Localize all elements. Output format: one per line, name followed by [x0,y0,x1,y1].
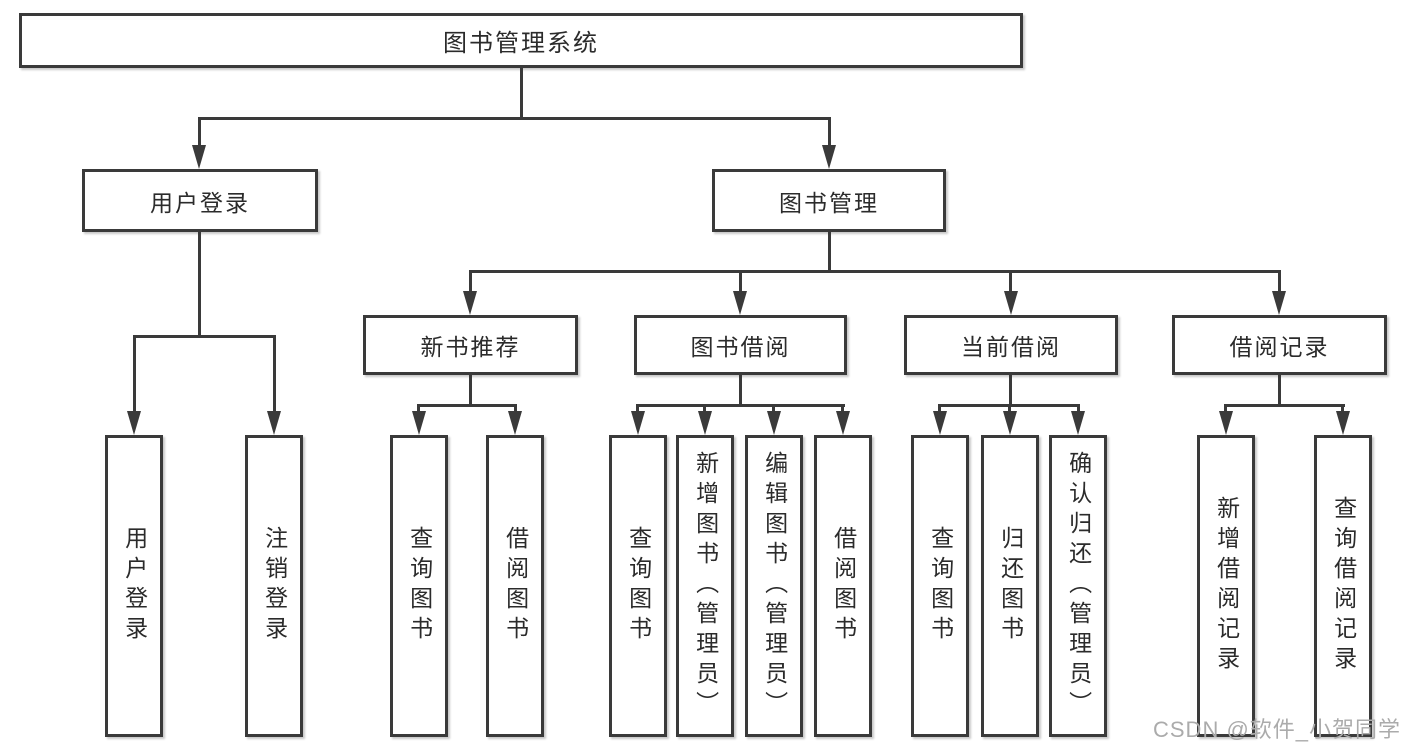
node-label: 借阅图书 [502,526,529,646]
connector-line [469,270,472,293]
node-user-login: 用户登录 [82,169,318,232]
node-new-book-recommend: 新书推荐 [363,315,578,375]
arrow-down-icon [836,411,850,435]
node-label: 新增图书（管理员） [692,451,719,721]
connector-line [417,404,420,413]
connector-line [636,404,639,413]
arrow-down-icon [1071,411,1085,435]
arrow-down-icon [463,291,477,315]
connector-line [739,375,742,406]
connector-line [273,335,276,413]
arrow-down-icon [1003,411,1017,435]
connector-line [133,335,136,413]
leaf-borrow-books: 借阅图书 [814,435,872,737]
connector-line [1341,404,1344,413]
leaf-add-borrow-record: 新增借阅记录 [1197,435,1255,737]
node-label: 注销登录 [261,526,288,646]
arrow-down-icon [1004,291,1018,315]
node-label: 当前借阅 [961,334,1061,360]
connector-line [1278,375,1281,406]
node-label: 查询图书 [625,526,652,646]
node-label: 用户登录 [150,189,250,216]
node-label: 查询借阅记录 [1330,496,1357,676]
connector-line [469,270,1281,273]
leaf-query-borrow-record: 查询借阅记录 [1314,435,1372,737]
arrow-down-icon [127,411,141,435]
arrow-down-icon [192,145,206,169]
watermark: CSDN @软件_小贺同学 [1153,717,1402,742]
connector-line [636,404,845,407]
connector-line [1008,404,1011,413]
connector-line [1077,404,1080,413]
connector-line [1278,270,1281,293]
connector-line [198,117,831,120]
arrow-down-icon [508,411,522,435]
connector-line [514,404,517,413]
arrow-down-icon [698,411,712,435]
node-current-borrow: 当前借阅 [904,315,1118,375]
node-label: 归还图书 [997,526,1024,646]
node-label: 新书推荐 [420,334,521,360]
leaf-add-books-admin: 新增图书（管理员） [676,435,734,737]
arrow-down-icon [822,145,836,169]
connector-line [417,404,517,407]
arrow-down-icon [933,411,947,435]
arrow-down-icon [767,411,781,435]
node-label: 编辑图书（管理员） [761,451,788,721]
connector-line [828,117,831,149]
connector-line [703,404,706,413]
arrow-down-icon [267,411,281,435]
connector-line [198,232,201,336]
arrow-down-icon [1336,411,1350,435]
leaf-edit-books-admin: 编辑图书（管理员） [745,435,803,737]
arrow-down-icon [733,291,747,315]
node-borrow-records: 借阅记录 [1172,315,1387,375]
node-label: 图书借阅 [690,334,791,360]
node-label: 查询图书 [927,526,954,646]
leaf-query-books-recommend: 查询图书 [390,435,448,737]
node-label: 图书管理系统 [443,30,599,57]
node-label: 借阅图书 [830,526,857,646]
node-label: 用户登录 [121,526,148,646]
connector-line [469,375,472,406]
arrow-down-icon [631,411,645,435]
connector-line [520,68,523,118]
connector-line [1009,270,1012,293]
connector-line [938,404,941,413]
leaf-borrow-books-recommend: 借阅图书 [486,435,544,737]
connector-line [1224,404,1345,407]
connector-line [828,232,831,271]
node-label: 查询图书 [406,526,433,646]
connector-line [198,117,201,149]
node-label: 借阅记录 [1229,334,1330,360]
node-label: 确认归还（管理员） [1065,451,1092,721]
leaf-confirm-return-admin: 确认归还（管理员） [1049,435,1107,737]
arrow-down-icon [1272,291,1286,315]
node-book-borrow: 图书借阅 [634,315,847,375]
arrow-down-icon [1219,411,1233,435]
connector-line [133,335,276,338]
connector-line [1009,375,1012,406]
leaf-logout: 注销登录 [245,435,303,737]
connector-line [772,404,775,413]
leaf-query-books-borrow: 查询图书 [609,435,667,737]
arrow-down-icon [412,411,426,435]
connector-line [1224,404,1227,413]
connector-line [841,404,844,413]
node-label: 图书管理 [779,189,879,216]
node-label: 新增借阅记录 [1213,496,1240,676]
leaf-query-books-current: 查询图书 [911,435,969,737]
leaf-return-books: 归还图书 [981,435,1039,737]
connector-line [739,270,742,293]
node-book-management: 图书管理 [712,169,946,232]
node-library-management-system: 图书管理系统 [19,13,1023,68]
leaf-user-login: 用户登录 [105,435,163,737]
